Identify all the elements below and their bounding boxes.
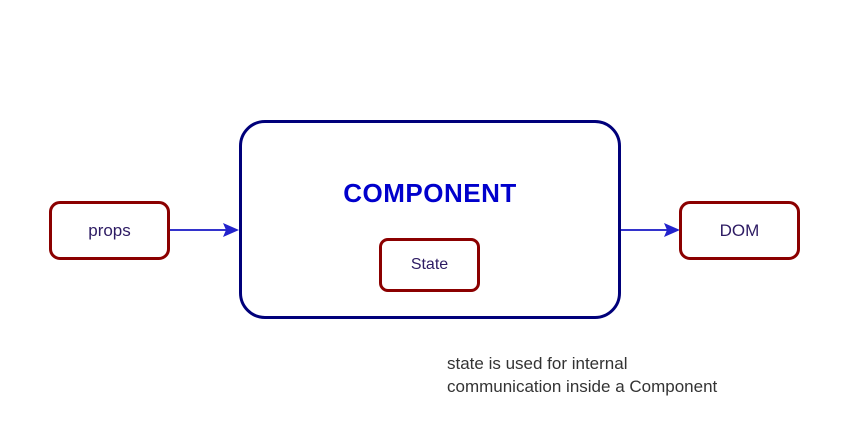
arrow-right-icon-props-to-component (170, 223, 239, 237)
node-dom[interactable]: DOM (679, 201, 800, 260)
node-props-label: props (88, 221, 131, 240)
component-title: COMPONENT (343, 178, 517, 208)
arrow-right-icon-component-to-dom (621, 223, 680, 237)
node-state-label: State (410, 256, 449, 273)
node-props[interactable]: props (49, 201, 170, 260)
node-dom-label: DOM (719, 221, 760, 240)
node-state[interactable]: State (379, 238, 480, 292)
diagram-caption: state is used for internal communication… (447, 354, 718, 396)
